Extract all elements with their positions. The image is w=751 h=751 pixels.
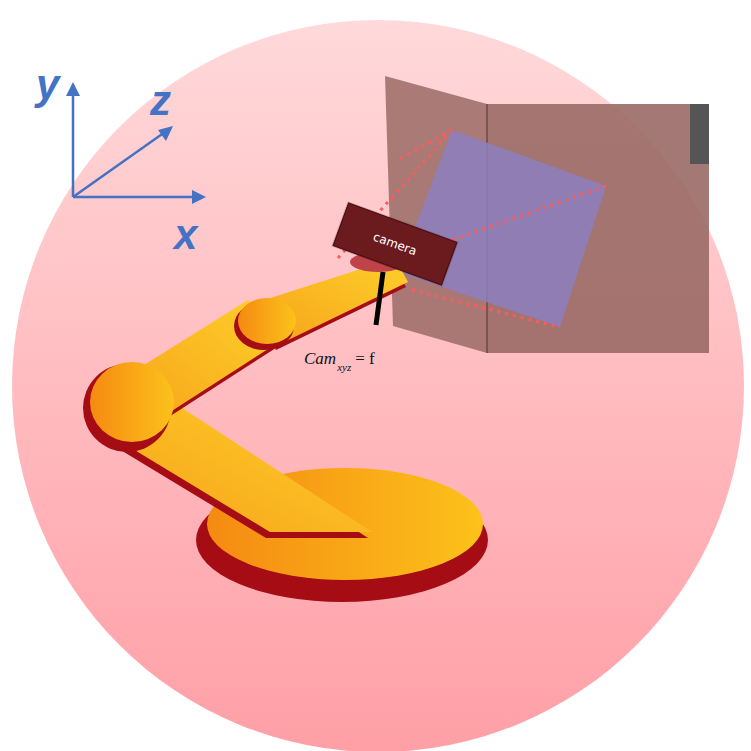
camera-variable: Cam xyxy=(304,350,336,367)
focal-equation: = f xyxy=(355,350,375,367)
axis-label: y xyxy=(36,64,59,106)
axis-label: z xyxy=(150,80,171,122)
focal-pointer xyxy=(376,272,383,325)
axis-label: x xyxy=(174,214,197,256)
wall-corner xyxy=(690,104,709,164)
elbow-joint xyxy=(238,298,296,344)
camera-subscript: xyz xyxy=(337,362,351,373)
axis-arrowheads xyxy=(66,82,206,204)
axes xyxy=(73,92,196,197)
image-plane xyxy=(398,130,606,327)
background-sphere xyxy=(12,20,744,751)
shoulder-joint xyxy=(90,362,174,442)
node-label: camera xyxy=(371,230,418,259)
